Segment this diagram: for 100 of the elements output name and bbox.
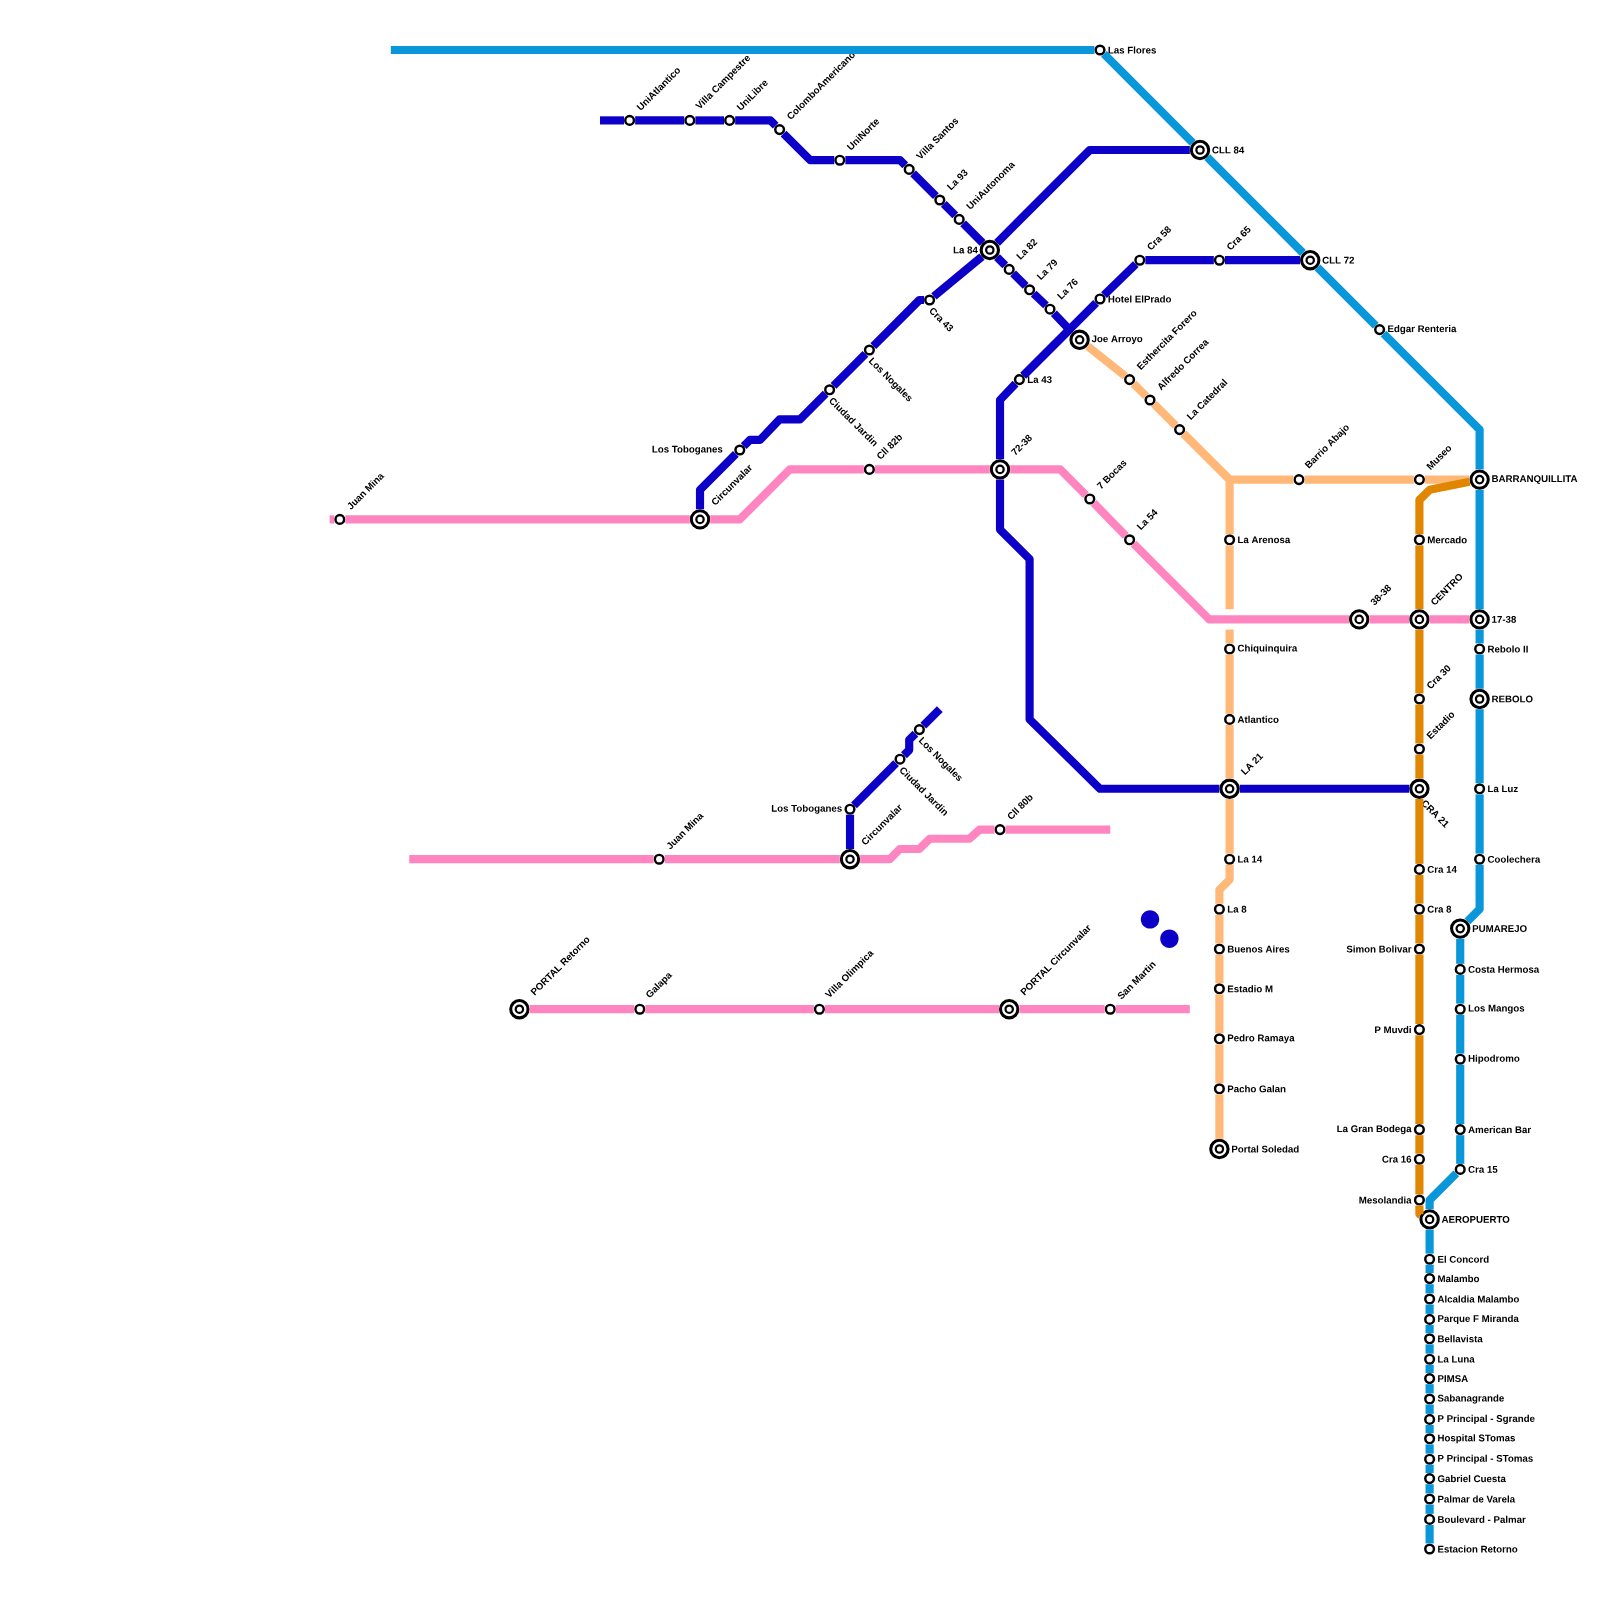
node-label: Los Toboganes [771,804,842,814]
line [1215,914,1224,944]
line [664,855,840,864]
line [1456,974,1465,1004]
node-label: La 76 [1056,278,1078,300]
line [995,380,1019,460]
line [1085,342,1128,380]
line [1425,1444,1434,1454]
line [1425,1284,1434,1294]
line [1415,1135,1424,1154]
line [1415,1164,1424,1195]
line [1010,270,1029,289]
line [870,295,925,349]
station: American Bar [1454,1124,1531,1136]
line [910,170,939,199]
node-label: La Luz [1488,785,1518,793]
line [529,1005,635,1014]
line [1475,709,1484,784]
station: Cra 8 [1413,903,1452,915]
station: Hotel ElPrado [1094,293,1172,305]
line [1090,500,1129,539]
line [1456,1064,1465,1125]
node-label: P Muvdi [1375,1026,1411,1034]
node-label: La 43 [1027,376,1052,384]
line [1425,1170,1460,1210]
node-label: La 8 [1227,905,1247,913]
node-label: Pedro Ramaya [1227,1034,1295,1044]
line [995,479,1220,793]
line [824,1005,999,1014]
line [1415,704,1424,744]
interchange-station: Portal Soledad [1209,1138,1299,1160]
line [1415,954,1424,1025]
node-label: Buenos Aires [1227,945,1290,953]
line [1010,465,1089,498]
node-label: Hotel ElPrado [1108,295,1172,303]
node-label: La 54 [1136,508,1158,531]
station: Costa Hermosa [1454,963,1540,975]
node-label: Atlantico [1237,715,1279,723]
node-label: Simon Bolivar [1346,945,1412,953]
node-label: LA 21 [1240,753,1264,776]
node-label: La 84 [953,246,978,254]
interchange-station: BARRANQUILLITA [1469,469,1578,490]
line [1475,794,1484,854]
line [1425,1304,1434,1314]
station: La Luna [1424,1353,1475,1365]
station: Sabanagrande [1424,1393,1504,1405]
line [874,465,990,474]
line [1415,545,1424,610]
station: Mercado [1413,534,1467,546]
node-label: Cra 43 [929,308,954,332]
station: Alcaldia Malambo [1424,1293,1519,1305]
line [1019,1005,1105,1014]
line [1215,1044,1224,1084]
line [1425,1344,1434,1354]
node-label: Cll 82b [877,435,902,459]
line [1415,629,1424,694]
line [1415,799,1424,864]
node-label: Los Toboganes [652,445,723,455]
line [1005,825,1111,834]
station: Cra 65 [1213,225,1251,266]
node-label: Malambo [1438,1275,1480,1283]
node-label: Cra 15 [1468,1165,1498,1173]
node-label: Chiquinquira [1237,644,1298,654]
node-label: Cra 58 [1147,226,1171,250]
node-label: La Luna [1438,1355,1475,1363]
line [1425,1424,1434,1434]
line [1225,799,1234,854]
node-label: AEROPUERTO [1441,1215,1510,1223]
station: P Muvdi [1375,1024,1425,1036]
station: La 8 [1213,903,1247,915]
station: P Principal - STomas [1424,1453,1533,1465]
line [901,730,919,759]
line [960,220,986,246]
line [1225,629,1234,644]
station: La Gran Bodega [1337,1124,1425,1136]
station: Los Mangos [1454,1003,1525,1015]
interchange-station: 17-38 [1469,609,1517,630]
interchange-station: CLL 72 [1300,250,1355,271]
station: Parque F Miranda [1424,1313,1519,1325]
line [1204,154,1306,256]
line [1456,938,1465,964]
station: Hipodromo [1454,1053,1520,1065]
line [710,465,864,524]
station: Bellavista [1424,1333,1483,1345]
node-label: American Bar [1468,1126,1531,1134]
node-label: Cra 16 [1382,1155,1412,1163]
line [845,814,855,849]
line [1425,1404,1434,1414]
line [740,390,829,449]
station: La 14 [1224,853,1263,865]
line [695,451,739,510]
line [1130,540,1349,624]
line [1304,475,1414,484]
interchange-station: CLL 84 [1189,139,1245,161]
station: Edgar Renteria [1374,324,1457,336]
line [1424,475,1470,484]
line [345,515,690,524]
interchange-station: LA 21 [1219,753,1264,799]
line [1475,489,1484,610]
node-label: Gabriel Cuesta [1437,1475,1506,1483]
